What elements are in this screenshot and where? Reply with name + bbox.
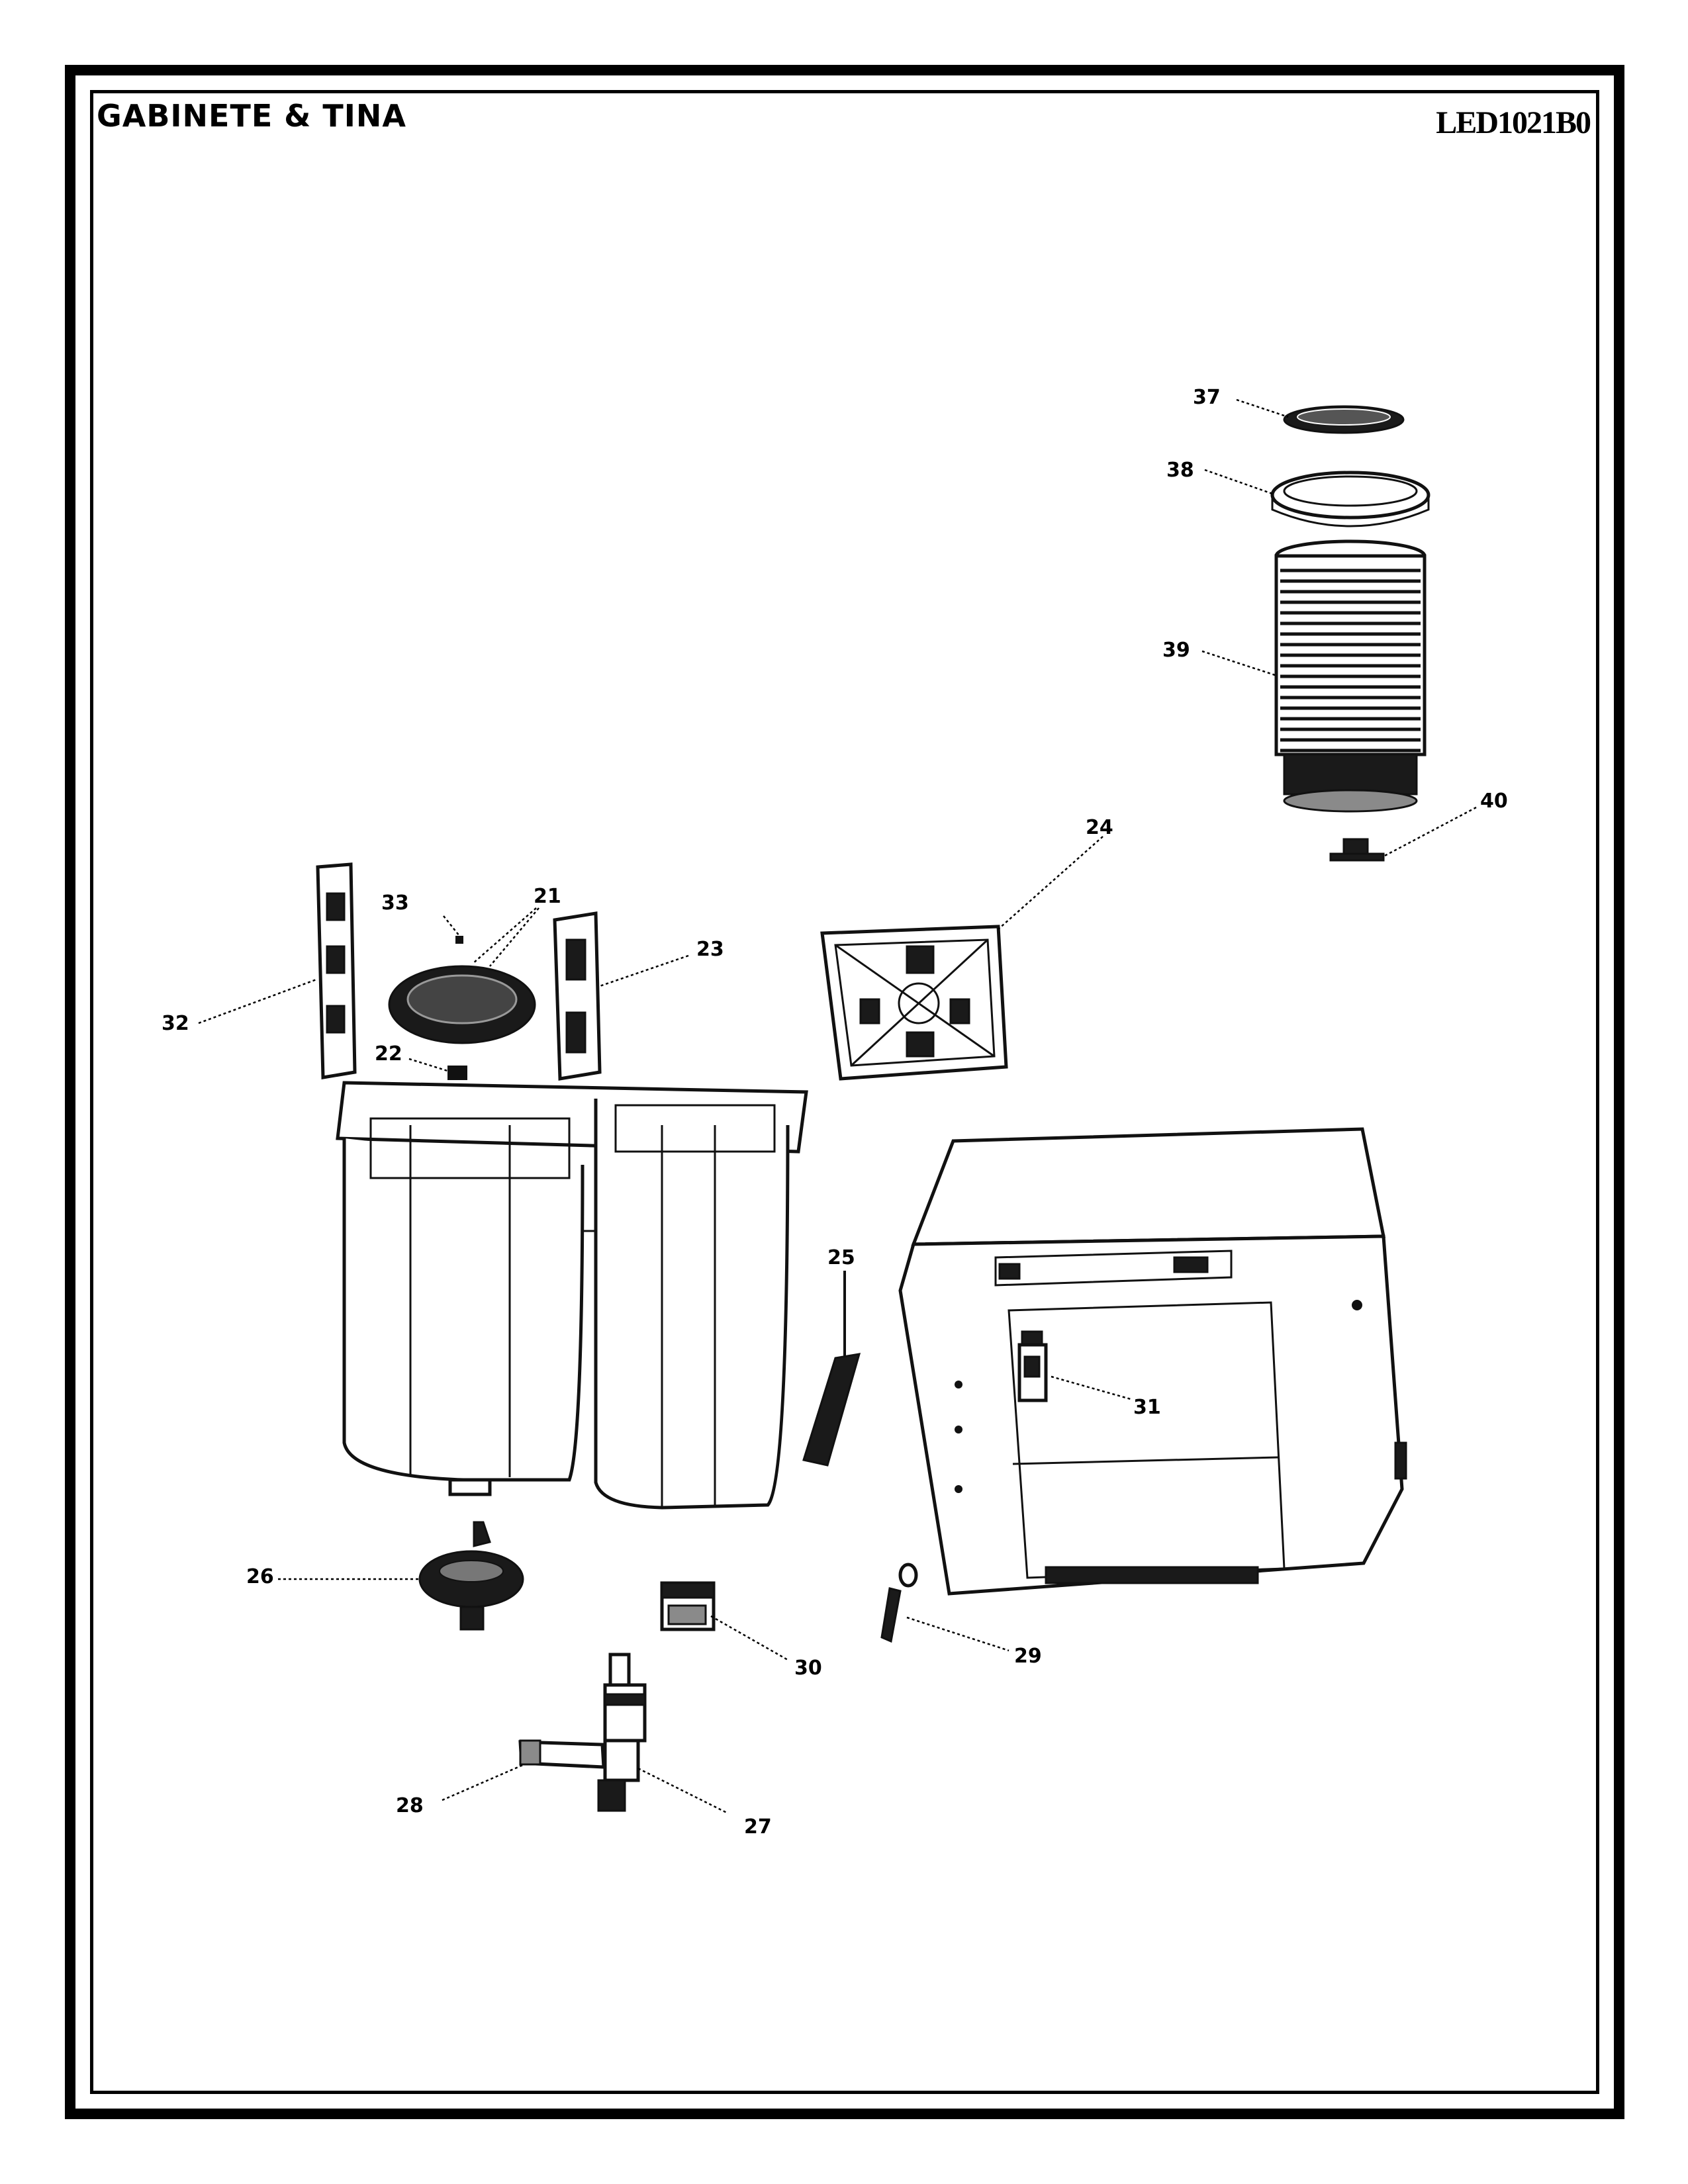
model-code: LED1021B0: [1436, 105, 1591, 140]
callout-31: 31: [1133, 1396, 1161, 1419]
callout-38: 38: [1166, 459, 1194, 482]
callout-32: 32: [162, 1012, 189, 1035]
part-24-frame-plate: [820, 925, 1008, 1081]
callout-28: 28: [396, 1794, 424, 1817]
part-32-side-panel: [316, 862, 357, 1079]
callout-24: 24: [1086, 816, 1113, 839]
callout-22: 22: [375, 1042, 402, 1066]
callout-21: 21: [534, 885, 561, 908]
leader-lines: [198, 398, 1477, 1815]
twin-tub-body: [336, 1081, 808, 1510]
callout-25: 25: [827, 1246, 855, 1269]
part-25-hose: [802, 1271, 861, 1467]
section-title: GABINETE & TINA: [97, 98, 406, 134]
callout-labels: 37 38 39 40 24 33 21 23 32 22 25 31 26 3…: [162, 386, 1508, 1839]
callout-39: 39: [1162, 639, 1190, 662]
callout-23: 23: [696, 938, 724, 961]
callout-27: 27: [744, 1815, 772, 1839]
part-38-balance-ring: [1270, 471, 1430, 527]
part-23-side-panel: [553, 911, 602, 1081]
callout-33: 33: [381, 891, 409, 915]
callout-30: 30: [794, 1657, 822, 1680]
part-22-clip: [447, 1066, 467, 1080]
part-30-bracket: [660, 1581, 716, 1631]
page-border-inner: [90, 90, 1599, 2094]
callout-37: 37: [1193, 386, 1221, 409]
callout-40: 40: [1480, 790, 1508, 813]
part-33-screw: [455, 936, 463, 944]
part-37-cap: [1283, 405, 1405, 434]
callout-29: 29: [1014, 1645, 1042, 1668]
part-26-pulsator: [418, 1521, 524, 1631]
part-29-bolt: [880, 1563, 918, 1643]
outer-cabinet: [898, 1127, 1407, 1596]
part-27-drain-valve: [597, 1653, 647, 1812]
callout-26: 26: [246, 1565, 274, 1588]
part-28-drain-elbow: [518, 1739, 606, 1769]
page-border-outer: [65, 65, 1624, 2119]
part-40-shaft: [1329, 838, 1385, 862]
part-39-spin-basket: [1274, 539, 1427, 813]
part-21-cover: [388, 965, 536, 1044]
part-31-switch: [1017, 1330, 1048, 1402]
